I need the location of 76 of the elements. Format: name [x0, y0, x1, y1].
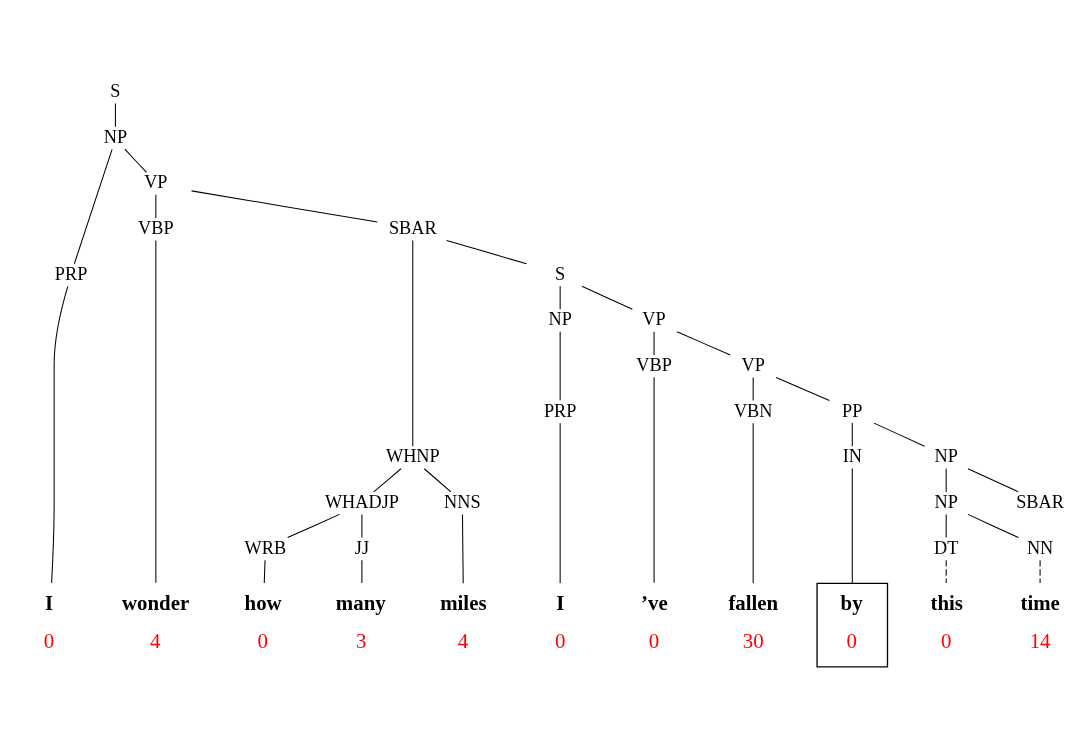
- node-text: PRP: [543, 400, 577, 421]
- node-text: VP: [144, 171, 168, 192]
- connector: [945, 513, 947, 538]
- connector: [559, 285, 561, 310]
- connector: [945, 559, 947, 583]
- node-label: 30: [742, 628, 764, 653]
- node-text: wonder: [121, 590, 190, 615]
- node-label: 0: [257, 628, 269, 653]
- connector: [423, 467, 452, 492]
- node-label: 3: [356, 628, 367, 653]
- connector: [155, 239, 157, 583]
- node-text: S: [110, 80, 121, 101]
- connector: [945, 467, 947, 492]
- node-text: WRB: [244, 537, 287, 558]
- node-text: IN: [842, 445, 862, 466]
- node-text: fallen: [728, 590, 779, 615]
- node-text: NP: [548, 308, 572, 329]
- node-text: NP: [103, 126, 128, 147]
- connector: [851, 467, 853, 584]
- connector: [114, 102, 116, 127]
- node-label: 0: [648, 628, 660, 653]
- node-label: 4: [457, 628, 469, 653]
- node-label: 4: [149, 628, 161, 653]
- connector: [873, 422, 926, 447]
- connector: [446, 239, 527, 264]
- node-label: 0: [554, 628, 566, 653]
- node-text: VBN: [733, 400, 773, 421]
- connector: [967, 467, 1019, 492]
- node-text: WHNP: [385, 445, 440, 466]
- node-text: JJ: [354, 537, 370, 558]
- node-text: WHADJP: [324, 491, 399, 512]
- connector: [559, 330, 561, 401]
- node-text: VP: [642, 308, 666, 329]
- node-text: DT: [934, 537, 959, 558]
- node-text: NP: [934, 445, 958, 466]
- connector: [752, 422, 754, 584]
- connector: [287, 513, 341, 538]
- node-text: many: [335, 590, 386, 615]
- node-text: VBP: [636, 354, 672, 375]
- node-text: S: [555, 263, 566, 284]
- node-text: NNS: [444, 491, 481, 512]
- connector: [155, 193, 157, 219]
- connector: [412, 239, 414, 447]
- node-text: this: [930, 590, 963, 615]
- node-text: I: [45, 590, 54, 615]
- connector: [676, 330, 731, 355]
- connector: [559, 422, 561, 584]
- node-text: NN: [1026, 537, 1054, 558]
- connector: [581, 285, 633, 310]
- node-text: time: [1020, 590, 1060, 615]
- connector: [373, 467, 402, 492]
- connector: [263, 559, 266, 583]
- connector: [851, 422, 853, 447]
- connector: [73, 148, 113, 264]
- node-box: by 0: [816, 582, 889, 667]
- node-label: 0: [940, 628, 952, 653]
- node-text: how: [244, 590, 282, 615]
- node-label: 14: [1029, 628, 1051, 653]
- connector: [191, 189, 378, 222]
- node-text: PP: [842, 400, 863, 421]
- connector: [461, 513, 464, 584]
- node-text: ’ve: [641, 590, 668, 615]
- node-text: VP: [741, 354, 765, 375]
- node-text: SBAR: [1016, 491, 1064, 512]
- node-text: SBAR: [388, 217, 437, 238]
- node-text: I: [556, 590, 565, 615]
- node-text: NP: [934, 491, 958, 512]
- node-label: 0: [43, 628, 55, 653]
- connector: [775, 376, 830, 401]
- node-text: miles: [440, 590, 487, 615]
- node-text: PRP: [54, 263, 88, 284]
- connector: [51, 285, 69, 583]
- connector: [124, 148, 148, 173]
- connector: [752, 376, 754, 401]
- node-text: VBP: [138, 217, 174, 238]
- connector: [967, 513, 1019, 538]
